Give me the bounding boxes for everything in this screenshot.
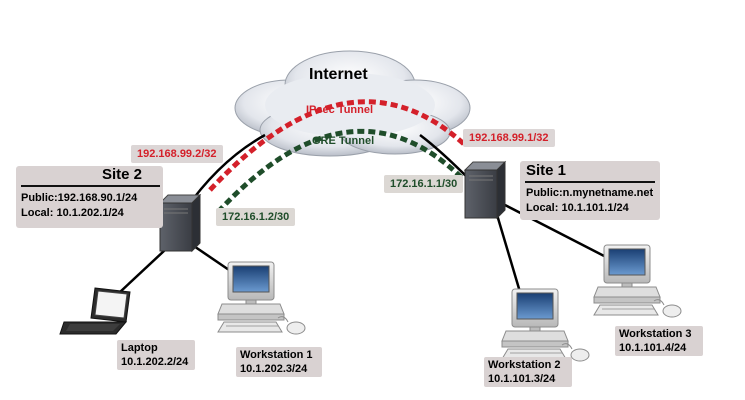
site1-title: Site 1 [526, 162, 567, 179]
site1-router-icon [464, 161, 506, 219]
workstation3-ip: 10.1.101.4/24 [619, 342, 687, 354]
site2-local-ip: Local: 10.1.202.1/24 [21, 207, 124, 219]
workstation2-icon [501, 288, 590, 362]
workstation1-ip: 10.1.202.3/24 [240, 363, 308, 375]
workstation3-label: Workstation 3 10.1.101.4/24 [615, 326, 703, 356]
site2-ipsec-ip: 192.168.99.2/32 [131, 145, 223, 163]
site1-gre-ip: 172.16.1.1/30 [384, 175, 464, 193]
laptop-icon [59, 287, 131, 335]
workstation1-label: Workstation 1 10.1.202.3/24 [236, 347, 322, 377]
site2-router-icon [159, 194, 201, 252]
site2-info-box: Site 2 Public:192.168.90.1/24 Local: 10.… [16, 166, 163, 228]
site2-title: Site 2 [102, 166, 143, 183]
gre-tunnel-label: GRE Tunnel [312, 135, 375, 147]
site1-ipsec-ip: 192.168.99.1/32 [463, 129, 555, 147]
workstation1-name: Workstation 1 [240, 349, 313, 361]
workstation3-icon [593, 244, 682, 318]
site2-public-ip: Public:192.168.90.1/24 [21, 192, 138, 204]
workstation2-ip: 10.1.101.3/24 [488, 373, 556, 385]
laptop-ip: 10.1.202.2/24 [121, 356, 189, 368]
site2-gre-ip: 172.16.1.2/30 [216, 208, 296, 226]
ipsec-tunnel-line [208, 99, 467, 192]
site1-info-box: Site 1 Public:n.mynetname.net Local: 10.… [520, 161, 660, 220]
ipsec-tunnel-label: IPsec Tunnel [306, 104, 374, 116]
workstation3-name: Workstation 3 [619, 328, 692, 340]
internet-label: Internet [309, 66, 368, 83]
site2-title-underline [21, 185, 160, 187]
workstation1-icon [217, 261, 306, 335]
laptop-label: Laptop 10.1.202.2/24 [117, 340, 195, 370]
site1-public-ip: Public:n.mynetname.net [526, 187, 654, 199]
workstation2-label: Workstation 2 10.1.101.3/24 [484, 357, 572, 387]
site1-local-ip: Local: 10.1.101.1/24 [526, 202, 629, 214]
site1-title-underline [525, 181, 655, 183]
gre-tunnel-line [216, 128, 464, 214]
workstation2-name: Workstation 2 [488, 359, 561, 371]
laptop-name: Laptop [121, 342, 158, 354]
